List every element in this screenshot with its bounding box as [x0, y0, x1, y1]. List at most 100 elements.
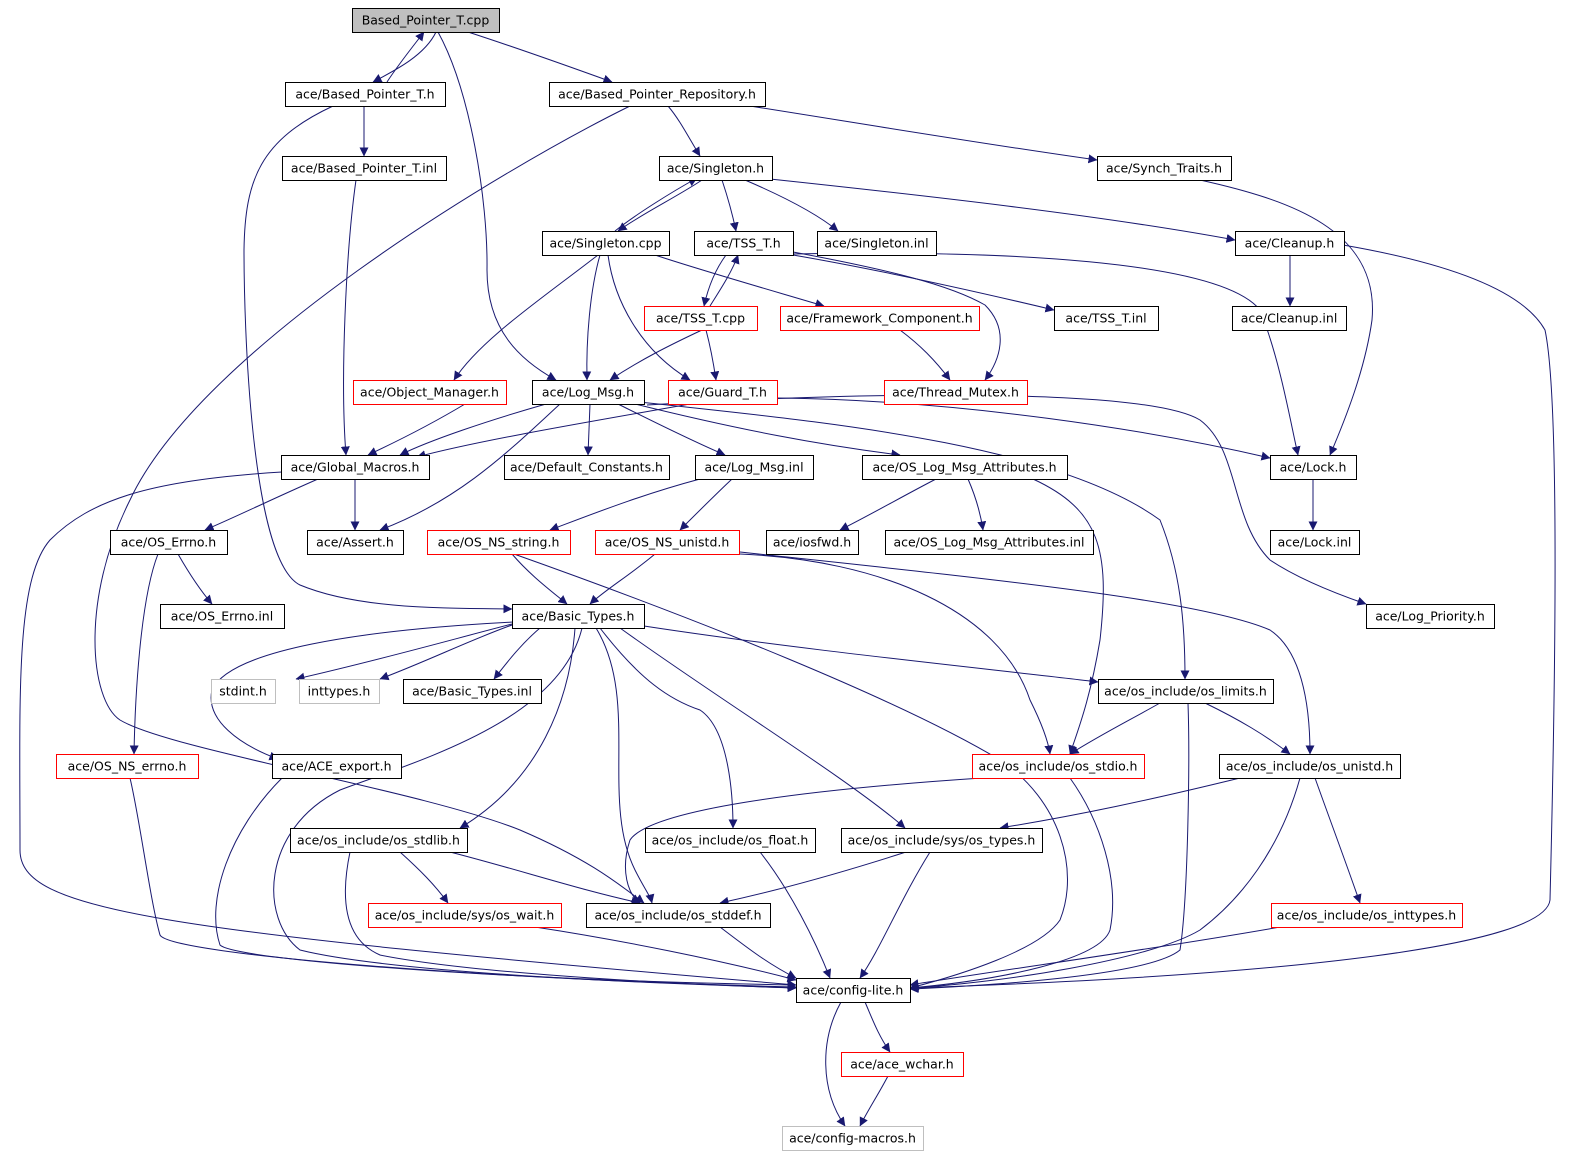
- dependency-edge: [721, 179, 739, 232]
- file-node-bpti[interactable]: ace/Based_Pointer_T.inl: [282, 156, 447, 181]
- dependency-edge: [909, 926, 1281, 989]
- file-node-oslmainl[interactable]: ace/OS_Log_Msg_Attributes.inl: [885, 530, 1094, 555]
- node-label: ace/Global_Macros.h: [291, 460, 420, 475]
- node-box: [668, 380, 778, 405]
- file-node-tssinl[interactable]: ace/TSS_T.inl: [1054, 306, 1159, 331]
- dependency-edge: [379, 624, 513, 681]
- file-node-singh[interactable]: ace/Singleton.h: [659, 156, 773, 181]
- dependency-edge: [739, 551, 1315, 755]
- file-node-ostypes[interactable]: ace/os_include/sys/os_types.h: [841, 828, 1043, 853]
- file-node-bpth[interactable]: ace/Based_Pointer_T.h: [285, 82, 446, 107]
- dependency-edge: [859, 851, 931, 979]
- file-node-oserrnoinl[interactable]: ace/OS_Errno.inl: [160, 604, 285, 629]
- dependency-edge: [909, 777, 1114, 992]
- file-node-oslimits[interactable]: ace/os_include/os_limits.h: [1098, 679, 1274, 704]
- file-node-objmgr[interactable]: ace/Object_Manager.h: [353, 380, 507, 405]
- dependency-edge: [1199, 179, 1373, 456]
- file-node-tssh[interactable]: ace/TSS_T.h: [694, 231, 794, 256]
- node-label: ace/Framework_Component.h: [786, 311, 972, 326]
- file-node-config[interactable]: ace/config-lite.h: [796, 978, 911, 1003]
- file-node-synch[interactable]: ace/Synch_Traits.h: [1097, 156, 1232, 181]
- file-node-assert[interactable]: ace/Assert.h: [307, 530, 404, 555]
- file-node-logprio[interactable]: ace/Log_Priority.h: [1366, 604, 1495, 629]
- node-box: [1219, 754, 1401, 779]
- file-node-basicinl[interactable]: ace/Basic_Types.inl: [403, 679, 542, 704]
- node-label: ace/Log_Msg.inl: [704, 460, 803, 475]
- file-node-singcpp[interactable]: ace/Singleton.cpp: [542, 231, 670, 256]
- node-box: [796, 978, 911, 1003]
- node-box: [644, 306, 758, 331]
- node-label: ace/OS_Log_Msg_Attributes.h: [872, 460, 1056, 475]
- file-node-fwc[interactable]: ace/Framework_Component.h: [780, 306, 980, 331]
- node-label: ace/TSS_T.cpp: [656, 311, 745, 326]
- file-node-bprh[interactable]: ace/Based_Pointer_Repository.h: [549, 82, 766, 107]
- node-box: [645, 828, 816, 853]
- dependency-edge: [1314, 777, 1362, 904]
- file-node-osunistd[interactable]: ace/os_include/os_unistd.h: [1219, 754, 1401, 779]
- file-node-oswait[interactable]: ace/os_include/sys/os_wait.h: [368, 903, 562, 928]
- dependency-edge: [759, 851, 832, 979]
- file-node-osstddef[interactable]: ace/os_include/os_stddef.h: [586, 903, 771, 928]
- file-node-lockh[interactable]: ace/Lock.h: [1270, 455, 1357, 480]
- file-node-wchar[interactable]: ace/ace_wchar.h: [841, 1052, 964, 1077]
- file-node-singinl[interactable]: ace/Singleton.inl: [817, 231, 937, 256]
- file-node-nsunistd[interactable]: ace/OS_NS_unistd.h: [595, 530, 740, 555]
- node-label: ace/TSS_T.inl: [1065, 311, 1146, 326]
- file-node-oslma[interactable]: ace/OS_Log_Msg_Attributes.h: [862, 455, 1068, 480]
- node-box: [532, 380, 645, 405]
- file-node-osstdlib[interactable]: ace/os_include/os_stdlib.h: [290, 828, 468, 853]
- file-node-lockinl[interactable]: ace/Lock.inl: [1270, 530, 1360, 555]
- dependency-edge: [367, 403, 466, 456]
- file-node-iosfwd[interactable]: ace/iosfwd.h: [766, 530, 859, 555]
- file-node-osstdio[interactable]: ace/os_include/os_stdio.h: [972, 754, 1145, 779]
- file-node-osinttypes[interactable]: ace/os_include/os_inttypes.h: [1271, 903, 1463, 928]
- node-box: [782, 1126, 924, 1151]
- node-box: [862, 455, 1068, 480]
- file-node-osfloat[interactable]: ace/os_include/os_float.h: [645, 828, 816, 853]
- dependency-edge: [667, 105, 701, 157]
- file-node-thrmtx[interactable]: ace/Thread_Mutex.h: [884, 380, 1028, 405]
- node-label: ace/OS_NS_string.h: [438, 535, 560, 550]
- node-label: ace/os_include/os_limits.h: [1104, 684, 1267, 699]
- file-node-basict[interactable]: ace/Basic_Types.h: [512, 604, 645, 629]
- node-box: [1098, 679, 1274, 704]
- file-node-cfgmacros[interactable]: ace/config-macros.h: [782, 1126, 924, 1151]
- dependency-edge: [864, 1001, 891, 1053]
- node-label: ace/Singleton.h: [667, 161, 764, 176]
- node-box: [1097, 156, 1232, 181]
- file-node-tsscpp[interactable]: ace/TSS_T.cpp: [644, 306, 758, 331]
- file-node-cleaninl[interactable]: ace/Cleanup.inl: [1232, 306, 1347, 331]
- file-node-cleanh[interactable]: ace/Cleanup.h: [1235, 231, 1345, 256]
- node-box: [694, 231, 794, 256]
- file-node-logmsginl[interactable]: ace/Log_Msg.inl: [695, 455, 814, 480]
- node-label: ace/config-lite.h: [803, 983, 904, 998]
- dependency-edge: [94, 105, 645, 904]
- file-node-nserrno[interactable]: ace/OS_NS_errno.h: [56, 754, 199, 779]
- dependency-edge: [709, 254, 740, 307]
- node-label: ace/Log_Msg.h: [542, 385, 634, 400]
- file-node-aceexp[interactable]: ace/ACE_export.h: [272, 754, 402, 779]
- node-label: ace/os_include/os_stdlib.h: [297, 833, 460, 848]
- dependency-edge: [399, 403, 547, 456]
- file-node-logmsg[interactable]: ace/Log_Msg.h: [532, 380, 645, 405]
- file-node-glob[interactable]: ace/Global_Macros.h: [281, 455, 430, 480]
- node-box: [884, 380, 1028, 405]
- node-box: [272, 754, 402, 779]
- file-node-guard[interactable]: ace/Guard_T.h: [668, 380, 778, 405]
- dependency-edge: [215, 777, 797, 990]
- file-node-nsstring[interactable]: ace/OS_NS_string.h: [427, 530, 571, 555]
- dependency-edge: [609, 329, 703, 381]
- dependency-edge: [607, 254, 691, 381]
- file-node-oserrno[interactable]: ace/OS_Errno.h: [110, 530, 228, 555]
- file-node-inttypes[interactable]: inttypes.h: [299, 679, 380, 704]
- file-node-defc[interactable]: ace/Default_Constants.h: [504, 455, 670, 480]
- dependency-edge: [295, 623, 513, 682]
- node-box: [56, 754, 199, 779]
- node-box: [512, 604, 645, 629]
- node-label: ace/os_include/os_inttypes.h: [1277, 908, 1456, 923]
- dependency-edge: [599, 627, 738, 829]
- dependency-edge: [705, 329, 720, 381]
- node-box: [659, 156, 773, 181]
- file-node-stdint[interactable]: stdint.h: [211, 679, 276, 704]
